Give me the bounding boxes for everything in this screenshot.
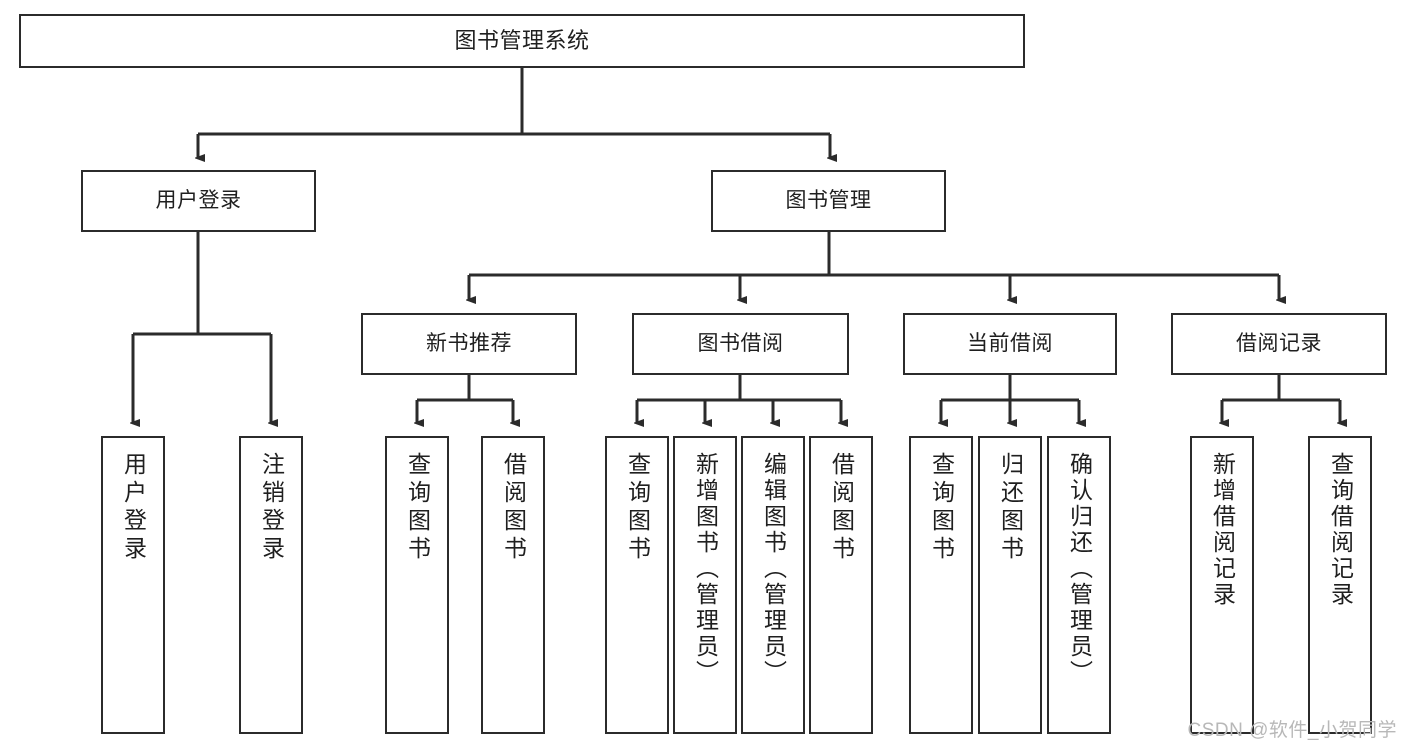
node-label: 借阅图书: [500, 452, 527, 564]
node-book-management[interactable]: 图书管理: [711, 170, 946, 232]
csdn-watermark: CSDN @软件_小贺同学: [1187, 720, 1397, 741]
node-new-book-recommend[interactable]: 新书推荐: [361, 313, 577, 375]
node-label: 借阅记录: [1236, 332, 1322, 356]
node-borrow-records[interactable]: 借阅记录: [1171, 313, 1387, 375]
node-label: 查询图书: [624, 452, 651, 564]
leaf-borrow-book-recommend[interactable]: 借阅图书: [481, 436, 545, 734]
leaf-confirm-return-admin[interactable]: 确认归还（管理员）: [1047, 436, 1111, 734]
leaf-add-book-admin[interactable]: 新增图书（管理员）: [673, 436, 737, 734]
node-book-borrow[interactable]: 图书借阅: [632, 313, 849, 375]
leaf-logout[interactable]: 注销登录: [239, 436, 303, 734]
node-label: 查询图书: [928, 452, 955, 564]
node-label: 新增借阅记录: [1209, 452, 1236, 608]
leaf-query-book-recommend[interactable]: 查询图书: [385, 436, 449, 734]
leaf-query-book-borrow[interactable]: 查询图书: [605, 436, 669, 734]
leaf-return-book[interactable]: 归还图书: [978, 436, 1042, 734]
node-label: 图书管理系统: [454, 27, 590, 53]
node-root-system[interactable]: 图书管理系统: [19, 14, 1025, 68]
node-label: 当前借阅: [967, 332, 1053, 356]
node-label: 图书管理: [785, 189, 872, 213]
leaf-borrow-book[interactable]: 借阅图书: [809, 436, 873, 734]
node-label: 查询借阅记录: [1327, 452, 1354, 608]
node-label: 图书借阅: [697, 332, 784, 356]
leaf-edit-book-admin[interactable]: 编辑图书（管理员）: [741, 436, 805, 734]
node-label: 确认归还（管理员）: [1066, 452, 1093, 686]
leaf-query-book-current[interactable]: 查询图书: [909, 436, 973, 734]
leaf-add-borrow-record[interactable]: 新增借阅记录: [1190, 436, 1254, 734]
node-label: 用户登录: [155, 189, 242, 213]
node-label: 编辑图书（管理员）: [760, 452, 787, 686]
node-label: 注销登录: [258, 452, 285, 564]
node-label: 新增图书（管理员）: [692, 452, 719, 686]
node-label: 查询图书: [404, 452, 431, 564]
node-label: 用户登录: [120, 452, 147, 564]
leaf-user-login[interactable]: 用户登录: [101, 436, 165, 734]
node-label: 归还图书: [997, 452, 1024, 564]
node-label: 借阅图书: [828, 452, 855, 564]
node-label: 新书推荐: [426, 332, 512, 356]
leaf-query-borrow-record[interactable]: 查询借阅记录: [1308, 436, 1372, 734]
node-current-borrow[interactable]: 当前借阅: [903, 313, 1117, 375]
node-user-login[interactable]: 用户登录: [81, 170, 316, 232]
